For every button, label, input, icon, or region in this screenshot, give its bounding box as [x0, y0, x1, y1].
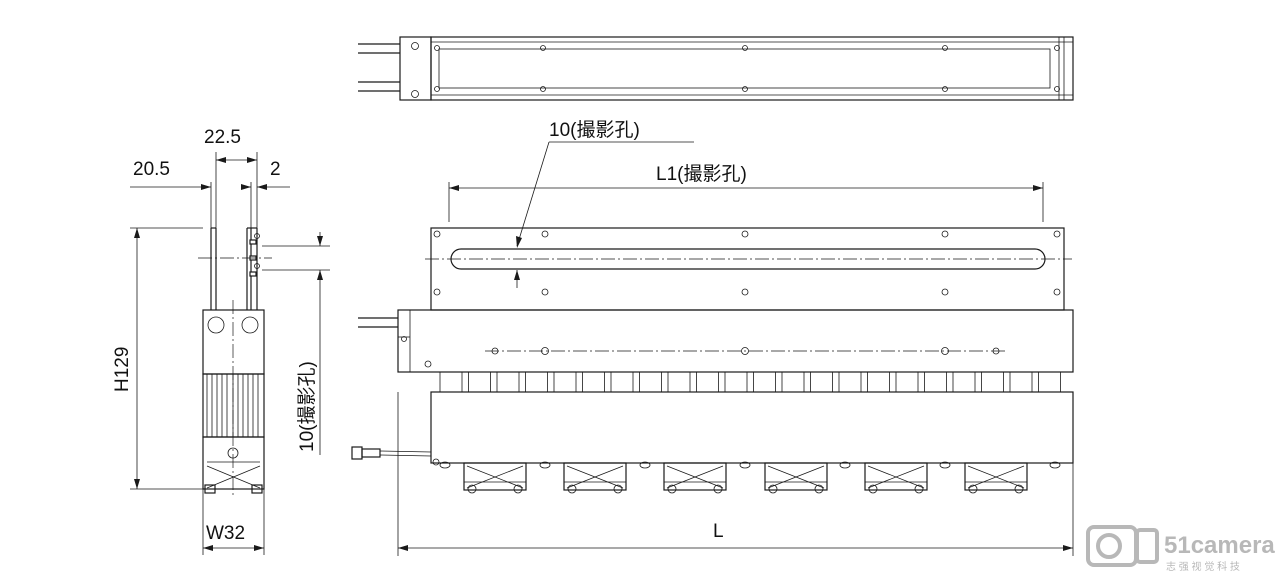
dim-width: W32: [206, 523, 245, 544]
foot: [539, 461, 551, 469]
fin: [753, 371, 776, 393]
foot: [1049, 461, 1061, 469]
front-plate-screws: [433, 230, 1061, 296]
foot: [739, 461, 751, 469]
fin: [724, 371, 748, 393]
fin: [1009, 371, 1033, 393]
fin: [838, 371, 862, 393]
dim-top-width: 22.5: [204, 127, 241, 148]
fin: [553, 371, 577, 393]
foot: [939, 461, 951, 469]
dim-slot-length: L1(撮影孔): [656, 163, 747, 185]
top-view-screws: [434, 45, 1060, 92]
fin: [610, 371, 634, 393]
camera-logo-icon: [1086, 525, 1159, 567]
fin: [439, 371, 463, 393]
foot: [639, 461, 651, 469]
dim-right-offset: 2: [270, 159, 281, 180]
fin: [468, 371, 491, 393]
watermark: 51camera 志 强 视 觉 科 技: [1086, 525, 1275, 573]
watermark-brand: 51camera: [1164, 532, 1275, 559]
fin: [496, 371, 520, 393]
fin: [696, 371, 719, 393]
fan-unit: [964, 462, 1028, 494]
watermark-tagline: 志 强 视 觉 科 技: [1166, 560, 1240, 573]
fin: [1038, 371, 1061, 393]
front-fins: [439, 371, 1061, 393]
fin: [952, 371, 976, 393]
foot: [839, 461, 851, 469]
foot: [439, 461, 451, 469]
fin: [810, 371, 833, 393]
fin: [639, 371, 662, 393]
front-view: [351, 227, 1074, 494]
dim-overall-length: L: [713, 521, 724, 542]
fan-unit: [563, 462, 627, 494]
side-view: [198, 227, 272, 495]
fin: [924, 371, 947, 393]
fin: [981, 371, 1004, 393]
fan-unit: [864, 462, 928, 494]
dim-slot-height-side: 10(撮影孔): [296, 361, 318, 452]
fan-unit: [663, 462, 727, 494]
fin: [867, 371, 890, 393]
fan-unit: [463, 462, 527, 494]
fin: [895, 371, 919, 393]
top-view: [358, 36, 1074, 101]
fin: [525, 371, 548, 393]
fin: [582, 371, 605, 393]
dim-left-offset: 20.5: [133, 159, 170, 180]
dim-slot-height-front: 10(撮影孔): [549, 119, 640, 141]
front-view-dimensions: [397, 141, 1074, 556]
front-fans: [439, 461, 1061, 494]
side-view-dimensions: [130, 152, 330, 555]
dim-height: H129: [112, 347, 133, 392]
fin: [781, 371, 805, 393]
fin: [667, 371, 691, 393]
fan-unit: [764, 462, 828, 494]
